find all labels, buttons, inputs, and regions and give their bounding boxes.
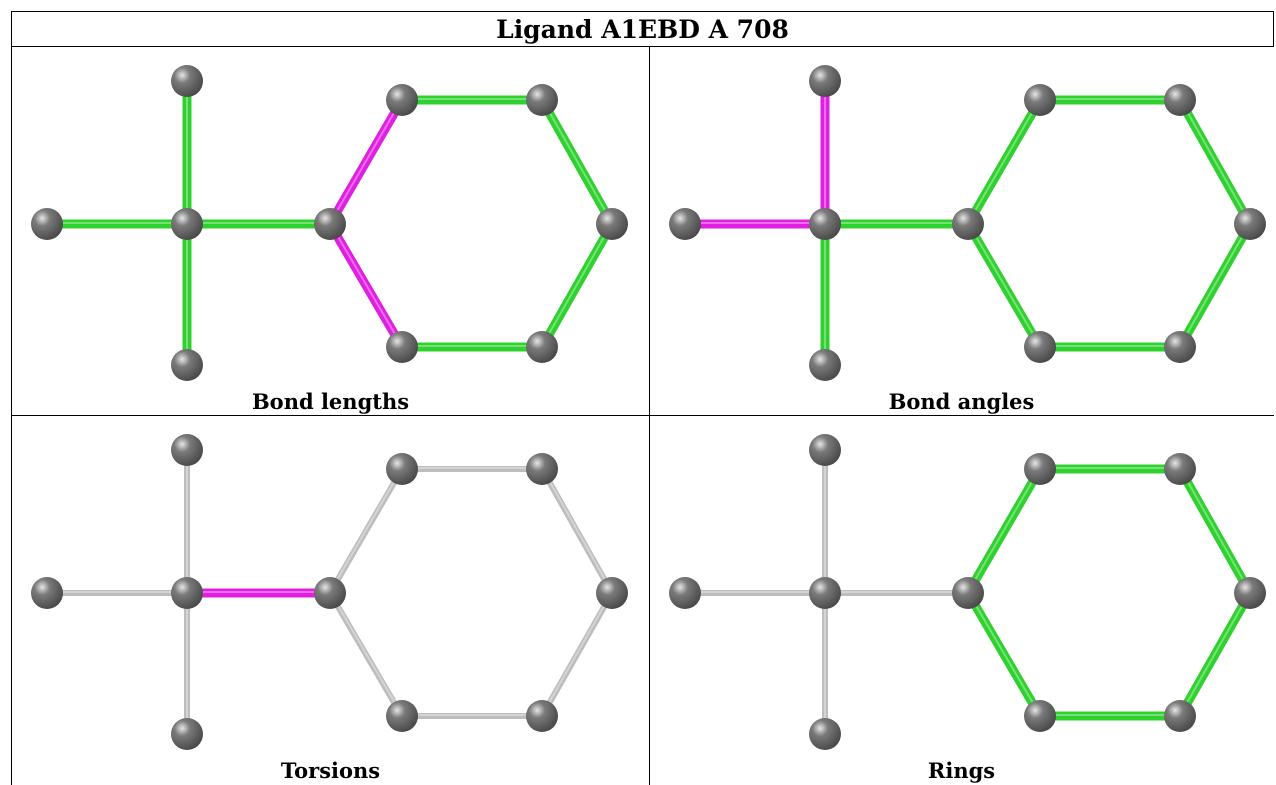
bond-highlight (329, 98, 403, 224)
bond-6-7 (537, 95, 617, 229)
bond-7-8 (537, 219, 617, 352)
atom-6 (1164, 453, 1196, 485)
bond-4-9 (327, 590, 405, 719)
bond-4-9 (963, 219, 1045, 352)
caption-bond-lengths: Bond lengths (251, 389, 410, 414)
atom-5 (386, 84, 418, 116)
bond-6-7 (1175, 464, 1255, 598)
panel-bond-angles: Bond angles (650, 47, 1273, 415)
row-divider (11, 415, 1274, 416)
figure-title: Ligand A1EBD A 708 (11, 11, 1274, 46)
atom-6 (526, 453, 558, 485)
atom-7 (596, 577, 628, 609)
bond-6-7 (539, 466, 615, 596)
atom-7 (1234, 208, 1266, 240)
atom-3 (809, 718, 841, 750)
atom-5 (386, 453, 418, 485)
bond-highlight (967, 467, 1041, 593)
panel-torsions: Torsions (12, 416, 649, 785)
molecule-torsions (31, 434, 628, 750)
atom-4 (952, 208, 984, 240)
atom-3 (809, 349, 841, 381)
bond-highlight (329, 591, 403, 716)
title-divider (11, 46, 1274, 47)
atom-5 (1024, 84, 1056, 116)
atom-0 (171, 65, 203, 97)
bond-highlight (541, 591, 613, 716)
atom-4 (314, 208, 346, 240)
atom-3 (171, 718, 203, 750)
atom-2 (809, 208, 841, 240)
atom-1 (669, 208, 701, 240)
atom-1 (31, 577, 63, 609)
atom-2 (171, 577, 203, 609)
atom-0 (809, 65, 841, 97)
caption-torsions: Torsions (280, 758, 381, 783)
bond-highlight (329, 222, 403, 347)
bond-4-5 (325, 95, 407, 229)
atom-6 (526, 84, 558, 116)
bond-4-5 (963, 464, 1045, 598)
bond-highlight (967, 591, 1041, 716)
molecule-rings (669, 434, 1266, 750)
bond-highlight (967, 98, 1041, 224)
panel-bond-lengths: Bond lengths (12, 47, 649, 415)
atom-4 (314, 577, 346, 609)
bond-highlight (1179, 222, 1251, 347)
bond-highlight (1179, 98, 1251, 224)
caption-rings: Rings (927, 758, 996, 783)
atom-7 (596, 208, 628, 240)
molecule-bond-angles (669, 65, 1266, 381)
figure-frame: Ligand A1EBD A 708 Bond lengths Bond ang… (11, 11, 1274, 785)
atom-2 (171, 208, 203, 240)
atom-4 (952, 577, 984, 609)
bond-7-8 (1175, 588, 1255, 721)
atom-0 (171, 434, 203, 466)
bond-highlight (1179, 467, 1251, 593)
atom-9 (1024, 700, 1056, 732)
bond-4-9 (963, 588, 1045, 721)
bond-7-8 (539, 590, 615, 719)
atom-9 (386, 331, 418, 363)
atom-0 (809, 434, 841, 466)
bond-highlight (541, 467, 613, 593)
atom-9 (386, 700, 418, 732)
bond-highlight (1179, 591, 1251, 716)
atom-6 (1164, 84, 1196, 116)
atom-3 (171, 349, 203, 381)
atom-2 (809, 577, 841, 609)
bond-6-7 (1175, 95, 1255, 229)
atom-8 (526, 700, 558, 732)
caption-bond-angles: Bond angles (888, 389, 1035, 414)
atom-9 (1024, 331, 1056, 363)
atom-5 (1024, 453, 1056, 485)
bond-4-5 (963, 95, 1045, 229)
bond-4-9 (325, 219, 407, 352)
atom-1 (31, 208, 63, 240)
atom-8 (1164, 700, 1196, 732)
panel-rings: Rings (650, 416, 1273, 785)
bond-highlight (541, 222, 613, 347)
frame-right-border (1273, 11, 1274, 46)
bond-7-8 (1175, 219, 1255, 352)
atom-1 (669, 577, 701, 609)
molecule-bond-lengths (31, 65, 628, 381)
bond-4-5 (327, 466, 405, 596)
atom-8 (1164, 331, 1196, 363)
atom-7 (1234, 577, 1266, 609)
bond-highlight (967, 222, 1041, 347)
atom-8 (526, 331, 558, 363)
bond-highlight (329, 467, 403, 593)
bond-highlight (541, 98, 613, 224)
